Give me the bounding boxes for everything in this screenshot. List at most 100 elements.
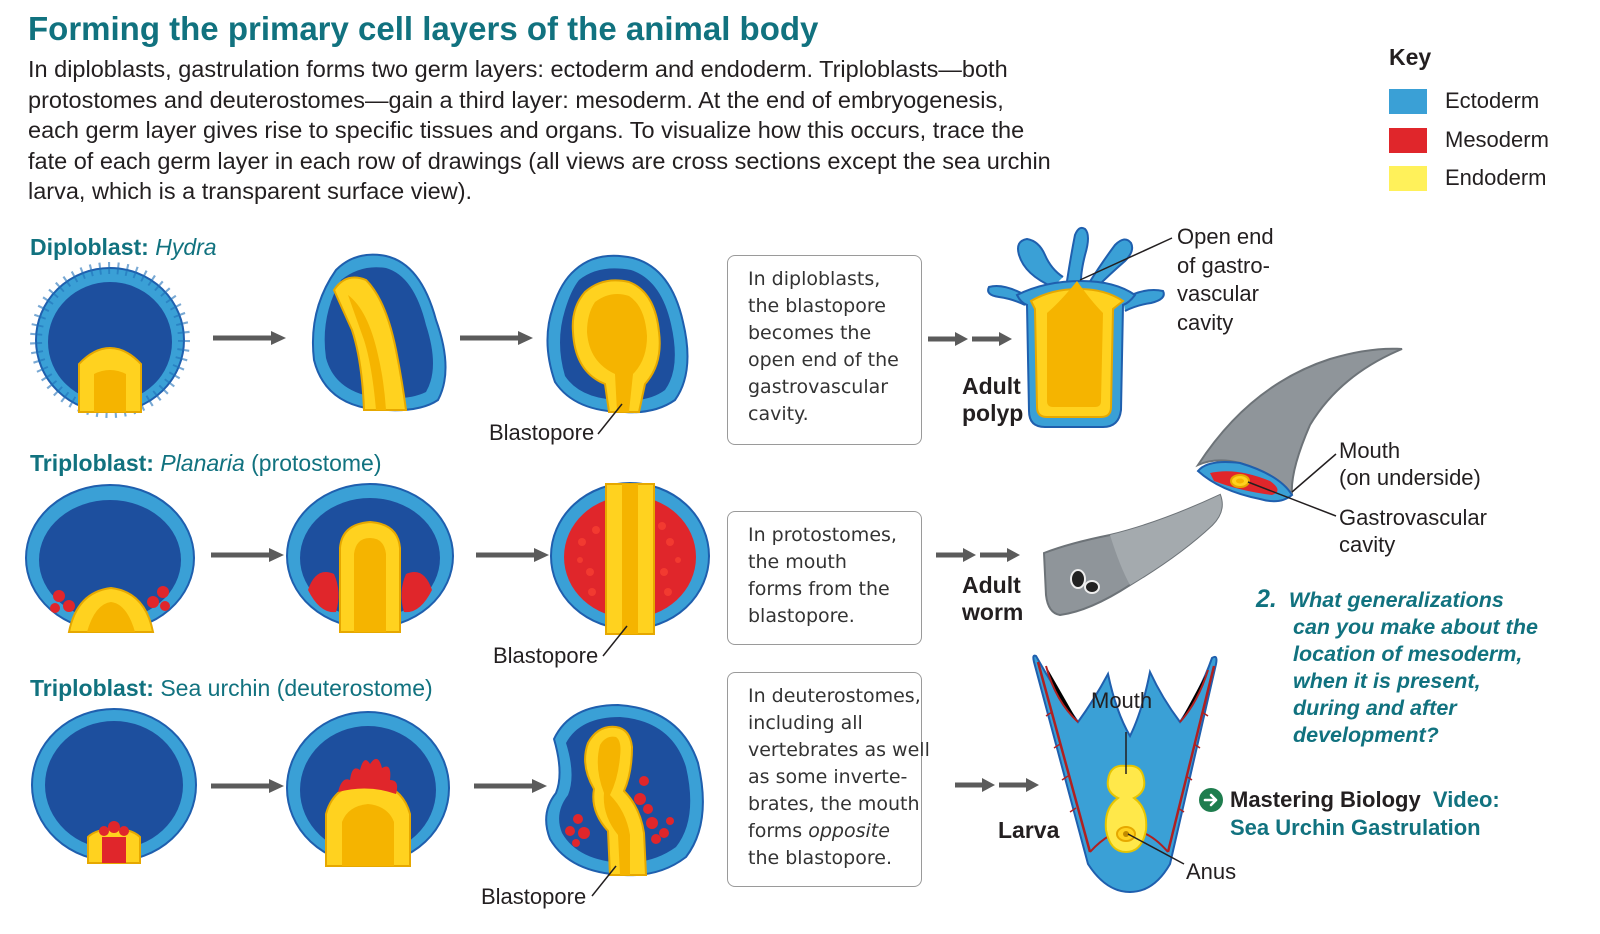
note-line: brates, the mouth [748, 793, 920, 815]
note-line: forms from the [748, 578, 890, 600]
question-line: during and after [1293, 696, 1457, 720]
arrow [476, 548, 549, 562]
note-line: In protostomes, [748, 524, 897, 546]
label-line: vascular [1177, 281, 1259, 306]
note-emphasis: opposite [808, 820, 890, 842]
hydra-blastula [30, 262, 190, 418]
blastopore-label: Blastopore [493, 643, 599, 668]
planaria-gastrula-early [286, 483, 454, 633]
label-line: Adult [962, 572, 1021, 598]
arrow-circle-icon [1199, 788, 1223, 812]
row-label-bold: Triploblast: [30, 675, 154, 701]
sea-urchin-larva [1032, 654, 1218, 894]
blastopore-leader-line [597, 403, 623, 435]
intro-text: In diploblasts, gastrulation forms two g… [28, 54, 1188, 207]
question-line: can you make about the [1293, 615, 1538, 639]
intro-line: larva, which is a transparent surface vi… [28, 178, 473, 204]
blastopore-label: Blastopore [489, 420, 595, 445]
planaria-gastrula-late [550, 482, 710, 635]
cavity-leader-line [1247, 481, 1337, 517]
note-line: cavity. [748, 403, 809, 425]
note-line: including all [748, 712, 863, 734]
mouth-underside-label: Mouth (on underside) [1339, 437, 1481, 491]
sea-urchin-blastula [31, 708, 197, 864]
double-arrow [928, 332, 1012, 346]
question-line: 2. What generalizations [1256, 586, 1538, 614]
sea-urchin-gastrula-early [286, 711, 450, 867]
label-line: of gastro- [1177, 252, 1270, 278]
blastopore-leader-line [602, 625, 628, 657]
label-line: cavity [1177, 309, 1234, 335]
arrow [211, 779, 284, 793]
label-line: cavity [1339, 532, 1396, 557]
label-line: polyp [962, 400, 1024, 426]
label-line: Open end [1177, 224, 1274, 249]
sea-urchin-gastrula-late [545, 703, 704, 877]
hydra-gastrula-early [311, 253, 447, 412]
note-line: vertebrates as well [748, 739, 930, 761]
question-line: when it is present, [1293, 669, 1481, 693]
note-line: the blastopore [748, 295, 886, 317]
row-label-planaria: Triploblast: Planaria (protostome) [30, 450, 382, 477]
arrow [474, 779, 547, 793]
note-line: open end of the [748, 349, 899, 371]
mouth-leader-line [1291, 453, 1337, 493]
adult-polyp [987, 226, 1165, 428]
note-line: as some inverte- [748, 766, 908, 788]
row-label-bold: Triploblast: [30, 450, 154, 476]
adult-polyp-label: Adult polyp [962, 373, 1023, 427]
mastering-line-1: Mastering Biology Video: [1198, 786, 1500, 814]
intro-line: each germ layer gives rise to specific t… [28, 117, 1025, 143]
note-diploblast: In diploblasts, the blastopore becomes t… [727, 255, 922, 445]
double-arrow [936, 548, 1020, 562]
arrow [213, 331, 286, 345]
gastrovascular-cavity-label: Gastrovascular cavity [1339, 504, 1487, 558]
key-label: Ectoderm [1445, 88, 1540, 113]
row-label-sea-urchin: Triploblast: Sea urchin (deuterostome) [30, 675, 433, 702]
planaria-blastula [25, 484, 195, 633]
label-line: (on underside) [1339, 465, 1481, 490]
label-line: Gastrovascular [1339, 505, 1487, 530]
row-label-bold: Diploblast: [30, 234, 149, 260]
mastering-topic: Sea Urchin Gastrulation [1230, 815, 1481, 840]
note-line: In deuterostomes, [748, 685, 921, 707]
label-line: Mouth [1339, 438, 1401, 463]
row-label-rest: (protostome) [244, 450, 382, 476]
row-label-diploblast: Diploblast: Hydra [30, 234, 217, 261]
note-line: the blastopore. [748, 847, 892, 869]
key-title: Key [1389, 44, 1432, 70]
question-text: What generalizations [1288, 588, 1504, 612]
note-line: becomes the [748, 322, 872, 344]
key-label: Endoderm [1445, 165, 1547, 190]
arrow [460, 331, 533, 345]
page-title: Forming the primary cell layers of the a… [28, 10, 819, 47]
label-line: Adult [962, 373, 1021, 399]
hydra-gastrula-late [546, 254, 689, 414]
key-label: Mesoderm [1445, 127, 1549, 152]
anus-leader-line [1127, 833, 1185, 865]
question-line: location of mesoderm, [1293, 642, 1523, 666]
row-label-italic: Hydra [155, 234, 217, 260]
open-end-leader-line [1079, 237, 1173, 281]
intro-line: In diploblasts, gastrulation forms two g… [28, 56, 1008, 82]
key-swatch [1389, 127, 1427, 153]
label-line: worm [962, 599, 1024, 625]
blastopore-leader-line [591, 865, 617, 897]
intro-line: fate of each germ layer in each row of d… [28, 147, 1051, 174]
mastering-biology-video-link[interactable]: Mastering Biology Video: Sea Urchin Gast… [1198, 786, 1500, 842]
mastering-type: Video: [1432, 787, 1500, 812]
question-2: 2. What generalizations can you make abo… [1256, 586, 1538, 749]
mastering-brand: Mastering Biology [1230, 787, 1421, 812]
row-label-rest: Sea urchin (deuterostome) [153, 675, 433, 701]
key-swatch [1389, 165, 1427, 191]
question-number: 2. [1256, 585, 1277, 613]
question-line: development? [1293, 723, 1439, 747]
note-line: forms opposite [748, 818, 909, 845]
open-end-label: Open end of gastro- vascular cavity [1177, 223, 1274, 337]
adult-worm-label: Adult worm [962, 572, 1023, 626]
larva-mouth-label: Mouth [1091, 688, 1153, 713]
key-item-ectoderm: Ectoderm [1389, 88, 1539, 114]
note-protostome: In protostomes, the mouth forms from the… [727, 511, 922, 645]
blastopore-label: Blastopore [481, 884, 587, 909]
note-line: In diploblasts, [748, 268, 881, 290]
